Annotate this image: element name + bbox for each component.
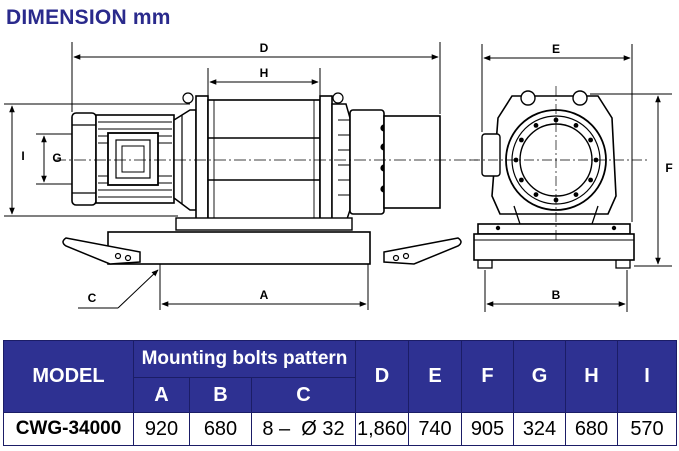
label-i: I: [21, 149, 24, 163]
label-h: H: [260, 66, 269, 80]
label-b: B: [552, 288, 561, 302]
right-frame-plate: [319, 95, 333, 229]
leader-c: [78, 269, 159, 309]
header-i: I: [617, 340, 677, 413]
header-h: H: [565, 340, 618, 413]
label-e: E: [552, 42, 560, 56]
label-c: C: [88, 291, 97, 305]
dimension-a: [159, 264, 369, 310]
gearbox-flange: [349, 109, 385, 215]
end-view: [473, 90, 635, 269]
label-f: F: [665, 161, 672, 175]
drum: [207, 99, 321, 225]
cell-d: 1,860: [355, 412, 409, 446]
header-g: G: [513, 340, 566, 413]
label-a: A: [260, 288, 269, 302]
skid-handle-left: [62, 237, 141, 265]
motor-endcap: [71, 112, 97, 206]
header-a: A: [133, 377, 190, 413]
dimension-f: [590, 93, 672, 267]
cell-h: 680: [565, 412, 618, 446]
mounting-rail: [107, 231, 371, 265]
cell-g: 324: [513, 412, 566, 446]
top-lug-right: [572, 90, 588, 106]
top-lug-left: [520, 90, 536, 106]
cell-e: 740: [408, 412, 462, 446]
table-row: CWG-34000 920 680 8 – Ø 32 1,860 740 905…: [3, 412, 677, 446]
label-d: D: [260, 41, 269, 55]
dimension-e: [481, 44, 633, 222]
cell-b: 680: [189, 412, 252, 446]
header-mounting-bolts-pattern: Mounting bolts pattern: [133, 340, 356, 378]
dimension-d: [71, 42, 441, 114]
dimension-i: [4, 103, 190, 217]
end-view-base: [477, 223, 631, 235]
gearbox-housing: [331, 103, 351, 223]
cell-model: CWG-34000: [3, 412, 134, 446]
winch-dimension-drawing: D H I G A C: [4, 41, 673, 312]
cell-a: 920: [133, 412, 190, 446]
header-b: B: [189, 377, 252, 413]
cell-f: 905: [461, 412, 514, 446]
side-motor-stub: [481, 133, 501, 177]
label-g: G: [52, 151, 61, 165]
left-frame-plate: [195, 95, 209, 229]
diagram-title: DIMENSION mm: [6, 6, 171, 29]
spec-table: MODEL Mounting bolts pattern D E F G H I…: [3, 340, 677, 446]
header-f: F: [461, 340, 514, 413]
dimension-h: [207, 68, 321, 98]
skid-handle-right: [383, 237, 462, 265]
cell-i: 570: [617, 412, 677, 446]
base-frame: [175, 217, 353, 231]
dimension-g: [36, 133, 72, 185]
header-model: MODEL: [3, 340, 134, 413]
header-d: D: [355, 340, 409, 413]
header-e: E: [408, 340, 462, 413]
cell-c: 8 – Ø 32: [251, 412, 356, 446]
gearbox-end: [383, 115, 441, 209]
side-view: [62, 92, 462, 265]
header-c: C: [251, 377, 356, 413]
dimension-b: [484, 270, 628, 312]
